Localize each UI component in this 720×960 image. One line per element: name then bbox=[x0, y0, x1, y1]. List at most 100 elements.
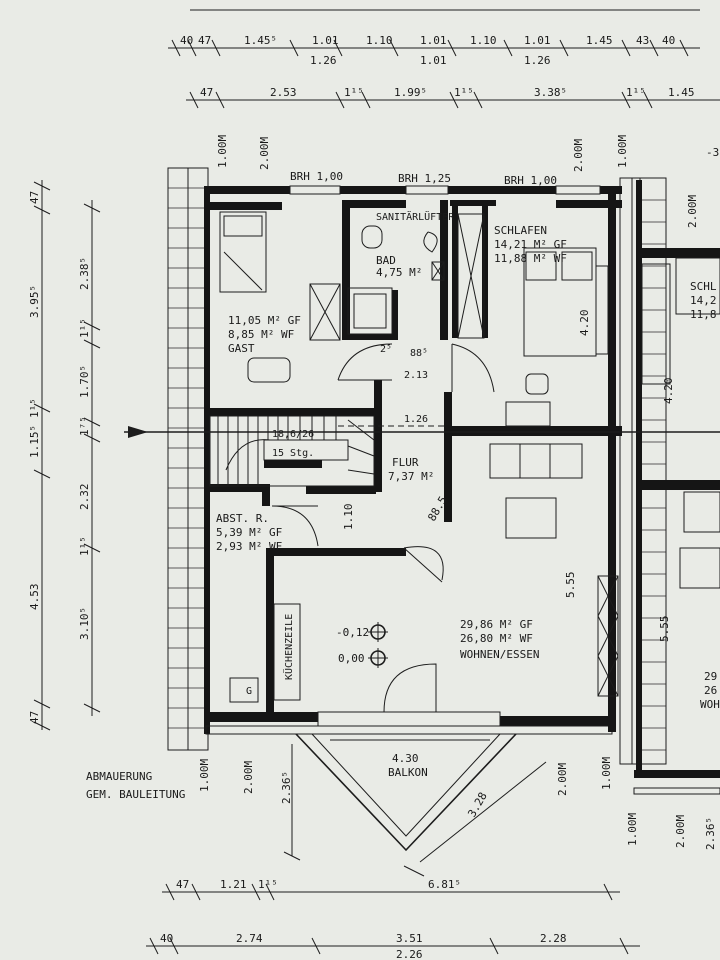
dim-door-a: 2⁵ bbox=[380, 344, 392, 355]
schl2-name: SCHL bbox=[690, 280, 717, 293]
dim-top2-b: 2.53 bbox=[270, 86, 297, 99]
dim-left1-f: 47 bbox=[28, 711, 41, 724]
level-1: -0,12 bbox=[336, 626, 369, 639]
balkon-width: 4.30 bbox=[392, 752, 419, 765]
dim-top1-c: 1.45⁵ bbox=[244, 34, 277, 47]
dim-top1-i: 1.10 bbox=[470, 34, 497, 47]
walls bbox=[204, 180, 720, 795]
dim-flur-vert: 1.10 bbox=[342, 504, 355, 531]
room-abst: ABST. R. 5,39 M² GF 2,93 M² WF bbox=[216, 512, 282, 553]
room-schlafen: SCHLAFEN 14,21 M² GF 11,88 M² WF 4.20 bbox=[494, 224, 609, 427]
height-top-2: 2.00M bbox=[258, 137, 271, 170]
bottom-dimension-row-1: 47 1.21 1¹⁵ 6.81⁵ bbox=[162, 878, 620, 901]
stair-steps: 15 Stg. bbox=[272, 448, 314, 459]
height-bottom-4: 2.00M bbox=[556, 763, 569, 796]
dim-left2-a: 2.38⁵ bbox=[78, 257, 91, 290]
balcony: 4.30 BALKON 3.28 bbox=[283, 733, 547, 877]
room-bad: SANITÄRLÜFTER BAD 4,75 M² bbox=[347, 210, 485, 339]
left-dimension-column-2: 2.38⁵ 1¹⁵ 1.70⁵ 1⁷⁵ 2.32 1¹⁵ 3.10⁵ bbox=[78, 200, 101, 716]
flur-area: 7,37 M² bbox=[388, 470, 434, 483]
height-top-4: 1.00M bbox=[616, 135, 629, 168]
mark-g: G bbox=[246, 686, 252, 697]
bad-name: BAD bbox=[376, 254, 396, 267]
room-gast: 11,05 M² GF 8,85 M² WF GAST bbox=[219, 211, 341, 383]
dim-left1-a: 47 bbox=[28, 191, 41, 204]
wohnen2-a: 29 bbox=[704, 670, 717, 683]
dim-bottom2-a: 40 bbox=[160, 932, 173, 945]
neighbour-unit: SCHL 14,2 11,8 4.20 5.55 29 26 WOH -3 bbox=[641, 146, 720, 711]
schl2-depth: 4.20 bbox=[662, 378, 675, 405]
abst-name: ABST. R. bbox=[216, 512, 269, 525]
wohnen2-b: 26 bbox=[704, 684, 717, 697]
dim-left2-d: 1⁷⁵ bbox=[78, 416, 91, 436]
dim-bottom2-e: 2.28 bbox=[540, 932, 567, 945]
dim-top2-a: 47 bbox=[200, 86, 213, 99]
sanitaer-label: SANITÄRLÜFTER bbox=[376, 210, 455, 223]
dim-left1-b: 3.95⁵ bbox=[28, 285, 41, 318]
balkon-label: BALKON bbox=[388, 766, 428, 779]
height-bottom-7: 2.00M bbox=[674, 815, 687, 848]
schlafen-area-wf: 11,88 M² WF bbox=[494, 252, 567, 265]
dim-top2-d: 1.99⁵ bbox=[394, 86, 427, 99]
right-hatch-band bbox=[619, 177, 667, 765]
wohnen-area-wf: 26,80 M² WF bbox=[460, 632, 533, 645]
wohnen2-c: WOH bbox=[700, 698, 720, 711]
dim-top1-g: 1.01 bbox=[420, 34, 447, 47]
dim-top1-e: 1.26 bbox=[310, 54, 337, 67]
dim-flur-width: 1.26 bbox=[404, 414, 428, 425]
dim-bottom2-c: 3.51 bbox=[396, 932, 423, 945]
note-line-2: GEM. BAULEITUNG bbox=[86, 788, 185, 801]
height-top-5: 2.00M bbox=[686, 195, 699, 228]
room-wohnen: G KÜCHENZEILE 29,86 M² GF 26,80 M² WF WO… bbox=[229, 443, 619, 703]
staircase: 18,6/26 15 Stg. bbox=[209, 415, 375, 487]
dim-bottom2-b: 2.74 bbox=[236, 932, 263, 945]
dim-top1-a: 40 bbox=[180, 34, 193, 47]
height-bottom-6: 1.00M bbox=[626, 813, 639, 846]
height-bottom-8: 2.36⁵ bbox=[704, 817, 717, 850]
dim-bottom1-b: 1.21 bbox=[220, 878, 247, 891]
schlafen-area-gf: 14,21 M² GF bbox=[494, 238, 567, 251]
stair-ratio: 18,6/26 bbox=[272, 429, 314, 440]
dim-top1-d: 1.01 bbox=[312, 34, 339, 47]
dim-left1-e: 4.53 bbox=[28, 584, 41, 611]
kueche-label: KÜCHENZEILE bbox=[282, 614, 295, 680]
dim-left2-f: 1¹⁵ bbox=[78, 536, 91, 556]
schlafen-depth: 4.20 bbox=[578, 310, 591, 337]
schl2-area: 14,2 bbox=[690, 294, 717, 307]
gast-area-gf: 11,05 M² GF bbox=[228, 314, 301, 327]
top-dimension-row-2: 47 2.53 1¹⁵ 1.99⁵ 1¹⁵ 3.38⁵ 1¹⁵ 1.45 bbox=[186, 86, 720, 109]
dim-left1-c: 1¹⁵ bbox=[28, 398, 41, 418]
level-2: 0,00 bbox=[338, 652, 365, 665]
dim-top1-j: 1.01 bbox=[524, 34, 551, 47]
abst-area-wf: 2,93 M² WF bbox=[216, 540, 282, 553]
left-dimension-column-1: 47 3.95⁵ 1¹⁵ 1.15⁵ 4.53 47 bbox=[28, 180, 51, 731]
flur-name: FLUR bbox=[392, 456, 419, 469]
dim-top2-g: 1¹⁵ bbox=[626, 86, 646, 99]
dim-left2-g: 3.10⁵ bbox=[78, 607, 91, 640]
dim-bottom2-d: 2.26 bbox=[396, 948, 423, 960]
wohnen-depth: 5.55 bbox=[564, 572, 577, 599]
roof-hatch-band bbox=[167, 167, 209, 751]
neighbour-top: -3 bbox=[706, 146, 719, 159]
dim-top1-k: 1.26 bbox=[524, 54, 551, 67]
dim-top1-h: 1.01 bbox=[420, 54, 447, 67]
dim-top1-n: 40 bbox=[662, 34, 675, 47]
dim-left2-b: 1¹⁵ bbox=[78, 318, 91, 338]
dim-door-c: 2.13 bbox=[404, 370, 428, 381]
balkon-diag: 3.28 bbox=[465, 790, 490, 819]
height-bottom-5: 1.00M bbox=[600, 757, 613, 790]
dim-top2-h: 1.45 bbox=[668, 86, 695, 99]
dim-top2-e: 1¹⁵ bbox=[454, 86, 474, 99]
height-top-3: 2.00M bbox=[572, 139, 585, 172]
dim-top1-f: 1.10 bbox=[366, 34, 393, 47]
dim-top1-b: 47 bbox=[198, 34, 211, 47]
dim-top2-c: 1¹⁵ bbox=[344, 86, 364, 99]
wohnen-area-gf: 29,86 M² GF bbox=[460, 618, 533, 631]
wohnen-name: WOHNEN/ESSEN bbox=[460, 648, 539, 661]
wohnen2-depth: 5.55 bbox=[658, 616, 671, 643]
height-bottom-1: 1.00M bbox=[198, 759, 211, 792]
height-bottom-3: 2.36⁵ bbox=[280, 771, 293, 804]
section-arrow bbox=[124, 426, 720, 438]
gast-name: GAST bbox=[228, 342, 255, 355]
